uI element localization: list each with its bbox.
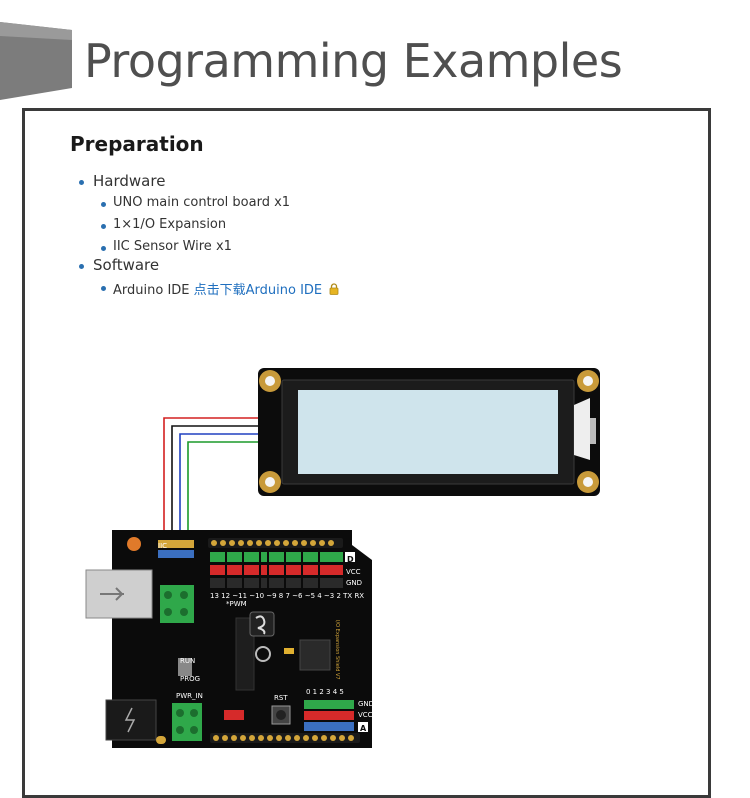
wire-black: [171, 425, 272, 555]
list-item: IIC Sensor Wire x1: [101, 239, 232, 254]
svg-text:A: A: [360, 724, 367, 733]
download-arduino-ide-link[interactable]: 点击下载Arduino IDE: [193, 283, 323, 298]
header-banner: [0, 22, 72, 100]
hardware-diagram: 13 12 ~11 ~10 ~9 8 7 ~6 ~5 4 ~3 2 TX RX …: [85, 368, 600, 748]
usb-icon: [100, 587, 124, 601]
digital-pin-rows: [210, 552, 343, 588]
list-item: 1×1/O Expansion: [101, 217, 226, 232]
servo-terminal: [160, 585, 194, 623]
wire-green: [187, 441, 272, 555]
wire-blue: [179, 433, 272, 555]
lcd-screen: [298, 390, 558, 474]
gear-icon: [255, 646, 271, 662]
power-terminal: [172, 703, 202, 741]
rst-button: [276, 710, 286, 720]
shield-logo-icon: [249, 611, 275, 637]
reset-led: [127, 537, 141, 551]
analog-pin-rows: [304, 700, 354, 731]
bullet-icon: [79, 180, 84, 185]
bullet-icon: [101, 224, 106, 229]
svg-text:*PWM: *PWM: [226, 600, 247, 608]
svg-text:VCC: VCC: [358, 711, 373, 719]
svg-text:0 1 2 3 4 5: 0 1 2 3 4 5: [306, 688, 344, 696]
svg-text:GND: GND: [346, 579, 362, 587]
svg-text:GND: GND: [358, 700, 374, 708]
bullet-icon: [101, 202, 106, 207]
svg-text:VCC: VCC: [346, 568, 361, 576]
svg-text:RUN: RUN: [180, 657, 195, 665]
list-item: UNO main control board x1: [101, 195, 290, 210]
bullet-icon: [79, 264, 84, 269]
bullet-icon: [101, 246, 106, 251]
lock-icon: [329, 283, 339, 295]
lcd-module: [258, 368, 600, 496]
board-labels: 13 12 ~11 ~10 ~9 8 7 ~6 ~5 4 ~3 2 TX RX …: [158, 542, 374, 719]
arduino-board: 13 12 ~11 ~10 ~9 8 7 ~6 ~5 4 ~3 2 TX RX …: [85, 530, 374, 748]
svg-text:D: D: [347, 555, 354, 564]
preparation-heading: Preparation: [70, 132, 204, 156]
list-item-software: Software: [79, 256, 159, 274]
bullet-icon: [101, 286, 106, 291]
banner-accent-shape: [0, 22, 72, 100]
svg-text:IIC: IIC: [158, 542, 167, 550]
page-title: Programming Examples: [84, 34, 623, 88]
list-item: Arduino IDE 点击下载Arduino IDE: [101, 279, 339, 298]
svg-text:I/O Expansion Shield V7: I/O Expansion Shield V7: [334, 620, 340, 680]
svg-text:PROG: PROG: [180, 675, 200, 683]
list-item-hardware: Hardware: [79, 172, 165, 190]
svg-text:RST: RST: [274, 694, 288, 702]
wire-red: [163, 417, 272, 555]
svg-text:13 12 ~11 ~10 ~9 8 7 ~6 ~5: 13 12 ~11 ~10 ~9 8 7 ~6 ~5 4 ~3 2 TX RX: [210, 592, 364, 600]
svg-text:PWR_IN: PWR_IN: [176, 692, 203, 700]
iic-wires: [163, 417, 272, 555]
